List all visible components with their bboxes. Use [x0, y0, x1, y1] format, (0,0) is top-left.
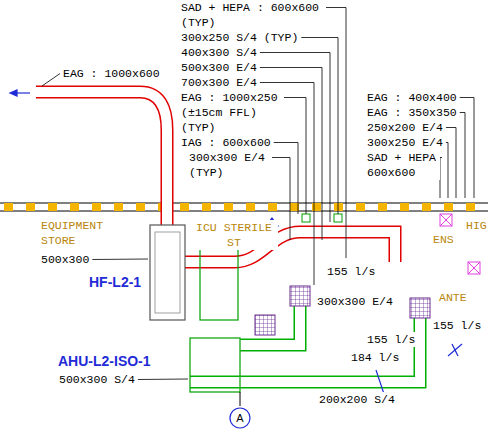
hepa-grille — [255, 315, 275, 335]
leader-line — [440, 158, 442, 199]
column — [312, 203, 321, 211]
airflow-label: 184 l/s — [350, 350, 400, 365]
airflow-label: 155 l/s — [432, 318, 482, 333]
column — [334, 203, 343, 211]
duct-size-label: 300x300 E/4 (TYP) — [188, 150, 270, 180]
grilles — [255, 286, 430, 335]
room-name: ANTE — [438, 290, 468, 305]
column — [444, 203, 453, 211]
room-name: EQUIPMENT STORE — [40, 218, 114, 248]
flow-arrow — [16, 92, 30, 93]
duct-size-label: 500x300 S/4 — [58, 372, 136, 387]
hf-unit — [150, 225, 185, 320]
green-duct — [190, 306, 420, 382]
leader-line — [42, 74, 60, 87]
duct-outline — [36, 92, 167, 225]
wall — [0, 203, 488, 211]
column — [246, 203, 255, 211]
column — [180, 203, 189, 211]
column — [92, 203, 101, 211]
airflow-label: 155 l/s — [326, 264, 376, 279]
duct-size-label: 700x300 E/4 — [180, 75, 258, 90]
leader-line — [446, 128, 456, 199]
column — [136, 203, 145, 211]
exhaust-cross — [468, 262, 480, 274]
exhaust-cross — [440, 214, 452, 226]
ahu-unit — [190, 338, 240, 392]
grille-size-label: IAG : 600x600 — [180, 135, 272, 150]
column — [268, 203, 277, 211]
wall-columns — [4, 203, 475, 211]
duct-size-label: 500x300 E/4 — [180, 60, 258, 75]
equipment-tag: AHU-L2-ISO-1 — [57, 353, 152, 370]
column — [378, 203, 387, 211]
duct-outline — [240, 306, 300, 345]
exhaust-grille — [468, 262, 480, 274]
leader-line — [92, 259, 148, 261]
diffuser — [302, 214, 310, 222]
damper — [452, 344, 458, 356]
room-name: HIG — [465, 218, 488, 233]
damper — [376, 370, 384, 394]
column — [48, 203, 57, 211]
grille-size-label: EAG : 400x400 — [366, 90, 458, 105]
column — [70, 203, 79, 211]
room-name: ENS — [432, 232, 455, 247]
duct-size-label: 300x250 E/4 — [366, 135, 444, 150]
duct-inner — [240, 306, 300, 345]
room-name: ICU STERILE ST — [190, 220, 278, 250]
column — [114, 203, 123, 211]
exhaust-grille — [440, 214, 452, 226]
leader-line — [274, 143, 298, 215]
duct-size-label: 300x250 S/4 (TYP) — [180, 30, 299, 45]
hepa-grille — [290, 286, 310, 306]
marker-outline — [230, 408, 250, 428]
duct-size-label: 200x200 S/4 — [318, 392, 396, 407]
duct-size-label: 500x300 — [40, 252, 90, 267]
grille-size-label: SAD + HEPA : 600x600 (TYP) — [180, 0, 324, 30]
column — [356, 203, 365, 211]
column — [422, 203, 431, 211]
grille-size-label: EAG : 1000x600 — [62, 66, 161, 81]
duct-size-label: 250x200 E/4 — [366, 120, 444, 135]
grille-size-label: EAG : 1000x250 (±15cm FFL) (TYP) — [180, 90, 282, 135]
grille-size-label: EAG : 350x350 — [366, 105, 458, 120]
hepa-grille — [410, 298, 430, 318]
damper — [448, 344, 462, 356]
grille-size-label: SAD + HEPA 600x600 — [366, 150, 440, 180]
column — [26, 203, 35, 211]
column — [400, 203, 409, 211]
column — [202, 203, 211, 211]
equipment-tag: HF-L2-1 — [88, 274, 142, 291]
section-marker: A — [229, 407, 251, 429]
symbols — [10, 90, 462, 394]
diffuser — [334, 214, 342, 222]
airflow-label: 155 l/s — [366, 332, 416, 347]
duct-size-label: 400x300 S/4 — [180, 45, 258, 60]
leader-line — [460, 113, 465, 199]
hf-unit-inner — [155, 232, 180, 313]
arrow-head — [10, 90, 17, 96]
leader-line — [446, 143, 448, 199]
duct-size-label: 300x300 E/4 — [316, 294, 394, 309]
column — [4, 203, 13, 211]
column — [466, 203, 475, 211]
column — [224, 203, 233, 211]
section-line — [240, 392, 241, 406]
leader-line — [301, 38, 338, 215]
section-letter: A — [236, 412, 243, 425]
leader-line — [326, 8, 346, 259]
leader-line — [138, 379, 188, 381]
duct-inner — [36, 92, 167, 225]
leader-line — [284, 98, 306, 215]
leader-line — [460, 98, 474, 199]
